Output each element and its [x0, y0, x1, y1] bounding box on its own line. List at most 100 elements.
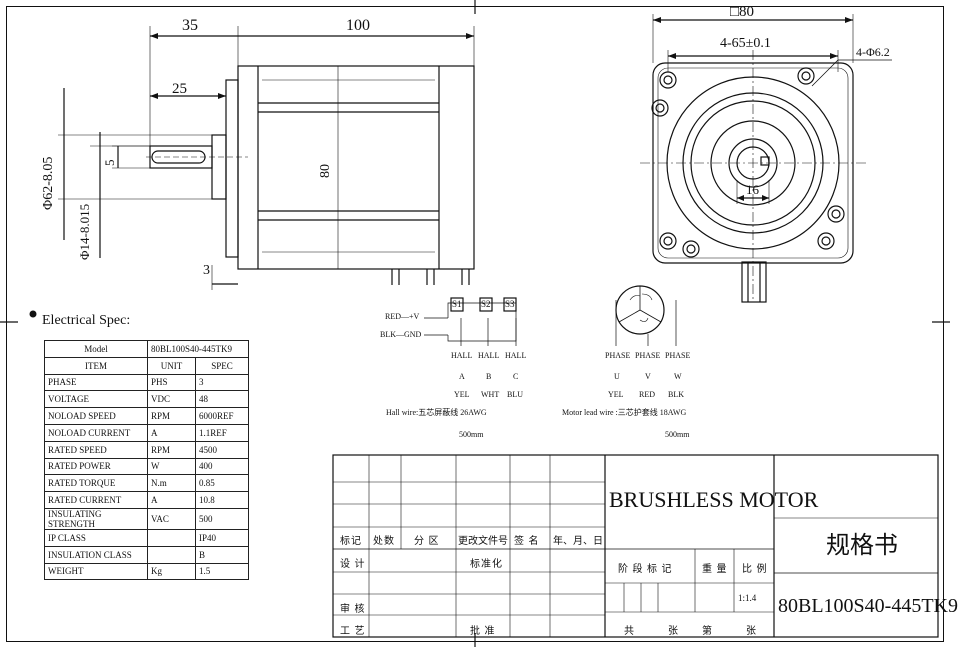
- bullet-icon: [29, 310, 37, 318]
- rev-col-zone: 分 区: [414, 536, 440, 547]
- review-label: 审 核: [340, 604, 366, 615]
- model-row: Model 80BL100S40-445TK9: [44, 340, 249, 358]
- hall-label: HALL: [505, 351, 527, 360]
- sheet-label-2: 张: [746, 626, 757, 637]
- spec-item: RATED TORQUE: [44, 474, 148, 493]
- dim-phi62: Φ62-8.05: [41, 156, 56, 210]
- phase-letter: V: [645, 372, 651, 381]
- spec-value: 1.1REF: [195, 423, 249, 442]
- col-header: SPEC: [195, 356, 249, 375]
- spec-unit: W: [147, 457, 196, 476]
- hall-wire-spec: Hall wire:五芯屏蔽线 26AWG: [386, 408, 487, 417]
- spec-item: INSULATION CLASS: [44, 545, 148, 564]
- spec-unit: PHS: [147, 373, 196, 392]
- phase-color: RED: [639, 390, 655, 399]
- rev-col-sign: 签 名: [514, 536, 540, 547]
- weight-label: 重 量: [702, 564, 728, 575]
- electrical-spec-table: Model 80BL100S40-445TK9 ITEM UNIT SPEC P…: [44, 340, 249, 581]
- phase-letter: W: [674, 372, 682, 381]
- spec-item: WEIGHT: [44, 562, 148, 581]
- spec-unit: A: [147, 491, 196, 509]
- model-value: 80BL100S40-445TK9: [147, 340, 249, 358]
- spec-unit: A: [147, 423, 196, 442]
- phase-letter: U: [614, 372, 620, 381]
- motor-wire-spec: Motor lead wire :三芯护套线 18AWG: [562, 408, 687, 417]
- hall-color: BLU: [507, 390, 523, 399]
- spec-item: INSULATING STRENGTH: [44, 507, 148, 530]
- dim-80-side: 80: [318, 164, 333, 178]
- model-number: 80BL100S40-445TK9: [778, 595, 958, 617]
- spec-value: 0.85: [195, 474, 249, 493]
- spec-item: VOLTAGE: [44, 390, 148, 409]
- standard-label: 标准化: [470, 559, 503, 570]
- spec-value: B: [195, 545, 249, 564]
- dim-16: 16: [746, 182, 759, 197]
- spec-unit: RPM: [147, 407, 196, 425]
- spec-item: IP CLASS: [44, 528, 148, 547]
- spec-item: RATED CURRENT: [44, 491, 148, 509]
- spec-item: RATED SPEED: [44, 440, 148, 459]
- phase-label: PHASE: [635, 351, 661, 360]
- scale-label: 比 例: [742, 564, 768, 575]
- phase-color: BLK: [668, 390, 684, 399]
- electrical-spec-heading: Electrical Spec:: [42, 313, 131, 328]
- phase-color: YEL: [608, 390, 624, 399]
- spec-value: 6000REF: [195, 407, 249, 425]
- drawing-title: BRUSHLESS MOTOR: [609, 487, 819, 512]
- hall-color: WHT: [481, 390, 500, 399]
- hall-s2: S2: [481, 299, 491, 309]
- spec-value: IP40: [195, 528, 249, 547]
- dim-80-front: □80: [730, 4, 755, 20]
- spec-row: INSULATION CLASS B: [44, 545, 249, 564]
- process-label: 工 艺: [340, 626, 366, 637]
- spec-value: 1.5: [195, 562, 249, 581]
- rev-col-doc: 更改文件号: [458, 536, 508, 547]
- spec-value: 3: [195, 373, 249, 392]
- rev-col-mark: 标记: [340, 536, 362, 547]
- hall-letter: B: [486, 372, 492, 381]
- hall-wire-length: 500mm: [459, 430, 484, 439]
- scale-value: 1:1.4: [738, 593, 757, 603]
- spec-item: NOLOAD SPEED: [44, 407, 148, 425]
- spec-unit: [147, 528, 196, 547]
- spec-unit: VAC: [147, 507, 196, 530]
- document-type: 规格书: [826, 531, 898, 559]
- hall-color: YEL: [454, 390, 470, 399]
- hall-letter: C: [513, 372, 519, 381]
- wire-red: RED—+V: [385, 312, 420, 321]
- spec-value: 4500: [195, 440, 249, 459]
- phase-label: PHASE: [665, 351, 691, 360]
- col-header: UNIT: [147, 356, 196, 375]
- dim-100: 100: [346, 17, 370, 34]
- spec-item: NOLOAD CURRENT: [44, 423, 148, 442]
- approve-label: 批 准: [470, 626, 496, 637]
- motor-wire-length: 500mm: [665, 430, 690, 439]
- wire-blk: BLK—GND: [380, 330, 422, 339]
- sheet-label: 张: [668, 626, 679, 637]
- hall-label: HALL: [478, 351, 500, 360]
- rev-col-count: 处数: [373, 536, 395, 547]
- total-label: 共: [624, 626, 635, 637]
- design-label: 设 计: [340, 559, 366, 570]
- dim-25: 25: [172, 81, 187, 97]
- header-row: ITEM UNIT SPEC: [44, 356, 249, 375]
- spec-unit: [147, 545, 196, 564]
- spec-value: 10.8: [195, 491, 249, 509]
- dim-4-65: 4-65±0.1: [720, 36, 771, 51]
- hall-s1: S1: [452, 299, 462, 309]
- spec-value: 48: [195, 390, 249, 409]
- spec-item: PHASE: [44, 373, 148, 392]
- spec-unit: RPM: [147, 440, 196, 459]
- col-header: ITEM: [44, 356, 148, 375]
- phase-label: PHASE: [605, 351, 631, 360]
- dim-3: 3: [203, 263, 210, 278]
- page-label: 第: [702, 626, 713, 637]
